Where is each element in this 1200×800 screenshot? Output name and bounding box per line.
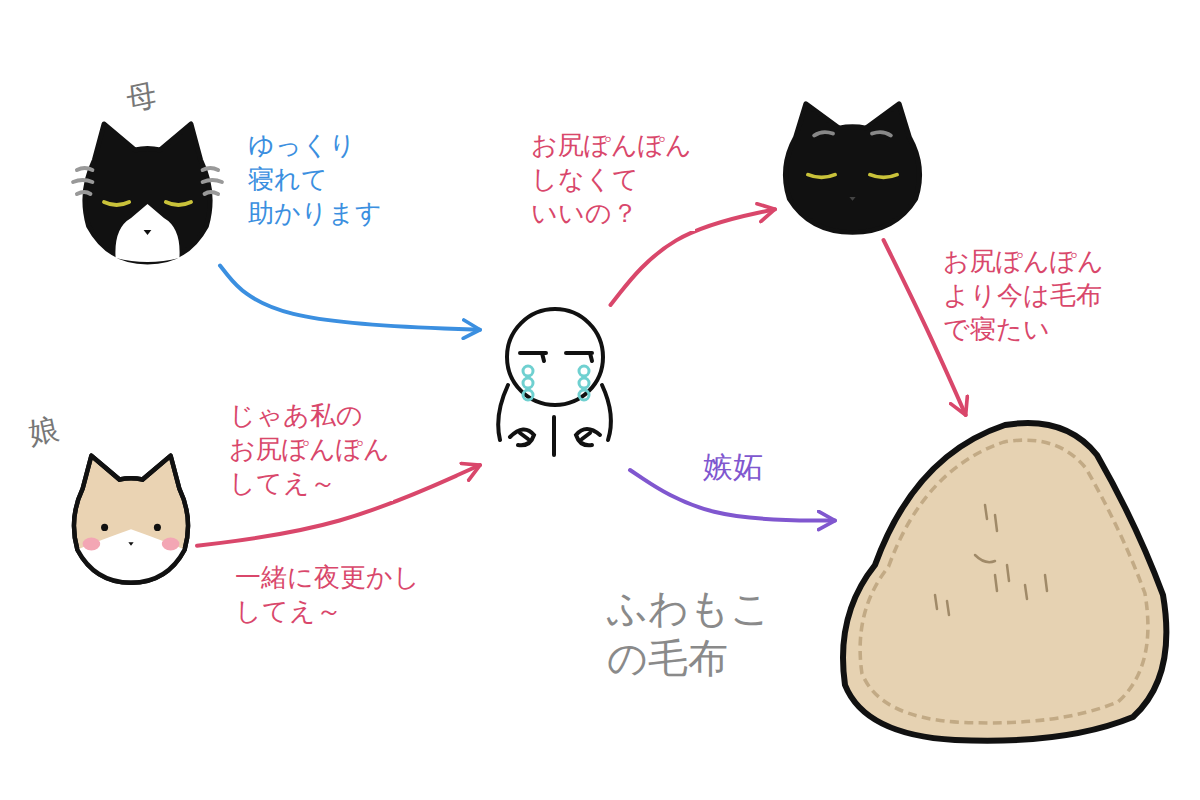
node-caption: 母 <box>123 75 160 118</box>
mother-cat-drawing <box>75 120 220 270</box>
black-cat <box>775 100 930 240</box>
daughter-cat-drawing <box>65 452 197 590</box>
arrow-connector <box>220 266 480 330</box>
black-cat-drawing <box>775 100 930 240</box>
daughter-cat: 娘 <box>65 452 197 590</box>
fluffy-blanket: ふわもこの毛布 <box>835 415 1170 745</box>
edge-label: お尻ぽんぽん しなくて いいの？ <box>528 128 695 231</box>
fluffy-blanket-drawing <box>835 415 1170 745</box>
edge-label: ゆっくり 寝れて 助かります <box>245 128 385 231</box>
mother-cat: 母 <box>75 120 220 270</box>
node-caption: 娘 <box>25 409 62 452</box>
crying-person <box>480 305 630 470</box>
note-label: 一緒に夜更かし してえ～ <box>232 560 423 630</box>
node-caption: ふわもこの毛布 <box>607 583 807 683</box>
crying-person-drawing <box>480 305 630 470</box>
edge-label: じゃあ私の お尻ぽんぽん してえ～ <box>226 398 393 501</box>
edge-label: お尻ぽんぽん より今は毛布 で寝たい <box>940 244 1107 347</box>
edge-label: 嫉妬 <box>700 446 766 487</box>
